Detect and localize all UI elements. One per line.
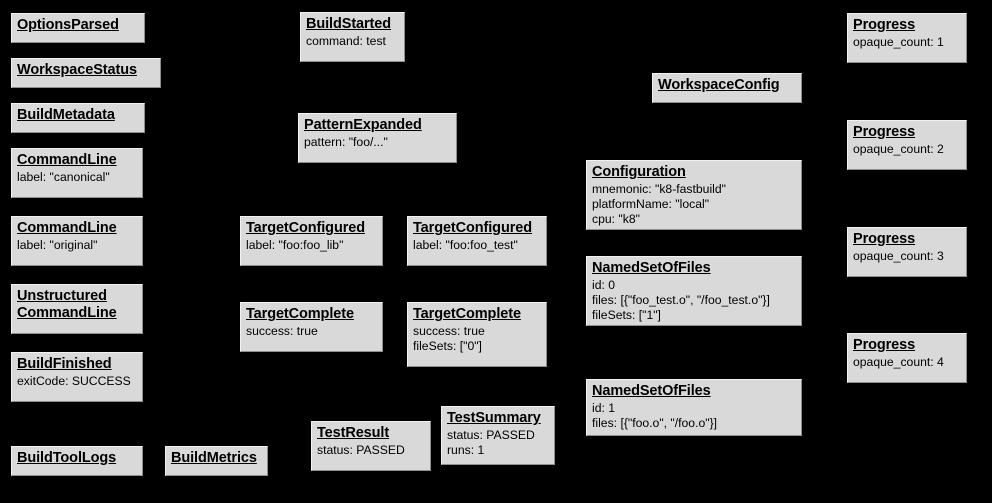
event-node-fields: label: "canonical": [17, 170, 137, 185]
event-node-field: files: [{"foo.o", "/foo.o"}]: [592, 416, 718, 430]
event-node-field: pattern: "foo/...": [304, 135, 388, 149]
event-node-title: Progress: [853, 17, 916, 33]
event-node-fields: success: true: [246, 324, 377, 339]
event-node-title: NamedSetOfFiles: [592, 383, 711, 399]
event-node-fields: opaque_count: 4: [853, 355, 961, 370]
event-node-title: TestSummary: [447, 410, 541, 426]
event-node-field: label: "canonical": [17, 170, 110, 184]
event-node-field: label: "foo:foo_test": [413, 238, 518, 252]
event-node-fields: opaque_count: 2: [853, 142, 961, 157]
event-node-configuration[interactable]: Configuration mnemonic: "k8-fastbuild"pla…: [586, 160, 802, 230]
event-node-title: TargetConfigured: [413, 220, 532, 236]
event-node-field: label: "foo:foo_lib": [246, 238, 344, 252]
event-node-title: OptionsParsed: [17, 17, 119, 33]
event-node-title: TargetComplete: [413, 306, 521, 322]
event-node-title: BuildMetrics: [171, 450, 257, 466]
event-node-progress-2[interactable]: Progress opaque_count: 2: [847, 120, 967, 170]
event-node-title: Unstructured CommandLine: [17, 288, 117, 321]
event-node-title: Progress: [853, 231, 916, 247]
event-node-fields: opaque_count: 1: [853, 35, 961, 50]
event-node-field: command: test: [306, 34, 386, 48]
event-node-command-line-canonical[interactable]: CommandLine label: "canonical": [11, 148, 143, 198]
event-node-field: opaque_count: 2: [853, 142, 944, 156]
event-node-title: Configuration: [592, 164, 686, 180]
event-node-progress-1[interactable]: Progress opaque_count: 1: [847, 13, 967, 63]
event-node-build-metadata[interactable]: BuildMetadata: [11, 103, 145, 133]
event-node-title: CommandLine: [17, 220, 117, 236]
event-node-field: fileSets: ["1"]: [592, 308, 661, 322]
event-node-workspace-config[interactable]: WorkspaceConfig: [652, 73, 802, 103]
event-node-field: label: "original": [17, 238, 98, 252]
event-node-title: BuildMetadata: [17, 107, 115, 123]
event-node-pattern-expanded[interactable]: PatternExpanded pattern: "foo/...": [298, 113, 457, 163]
event-node-field: success: true: [413, 324, 485, 338]
event-node-build-metrics[interactable]: BuildMetrics: [165, 446, 268, 476]
event-node-fields: opaque_count: 3: [853, 249, 961, 264]
event-node-unstructured-command-line[interactable]: Unstructured CommandLine: [11, 284, 143, 334]
event-node-field: mnemonic: "k8-fastbuild": [592, 182, 726, 196]
event-node-field: cpu: "k8": [592, 212, 640, 226]
event-node-field: opaque_count: 3: [853, 249, 944, 263]
event-node-progress-3[interactable]: Progress opaque_count: 3: [847, 227, 967, 277]
event-node-workspace-status[interactable]: WorkspaceStatus: [11, 58, 161, 88]
event-node-field: opaque_count: 4: [853, 355, 944, 369]
event-node-title: TestResult: [317, 425, 390, 441]
event-node-test-result[interactable]: TestResult status: PASSED: [311, 421, 431, 471]
event-node-title: WorkspaceStatus: [17, 62, 137, 78]
event-node-fields: label: "original": [17, 238, 137, 253]
event-node-field: runs: 1: [447, 443, 485, 457]
event-node-title: Progress: [853, 124, 916, 140]
event-node-title: PatternExpanded: [304, 117, 422, 133]
event-node-fields: label: "foo:foo_lib": [246, 238, 377, 253]
event-node-title: BuildStarted: [306, 16, 392, 32]
event-node-field: status: PASSED: [447, 428, 535, 442]
event-node-title: NamedSetOfFiles: [592, 260, 711, 276]
event-node-field: opaque_count: 1: [853, 35, 944, 49]
event-node-field: id: 1: [592, 401, 616, 415]
event-node-progress-4[interactable]: Progress opaque_count: 4: [847, 333, 967, 383]
event-node-title: WorkspaceConfig: [658, 77, 780, 93]
event-node-target-configured-foo-test[interactable]: TargetConfigured label: "foo:foo_test": [407, 216, 547, 266]
event-node-fields: command: test: [306, 34, 399, 49]
event-node-target-complete-lib[interactable]: TargetComplete success: true: [240, 302, 383, 352]
event-node-field: success: true: [246, 324, 318, 338]
event-node-build-finished[interactable]: BuildFinished exitCode: SUCCESS: [11, 352, 143, 402]
event-node-build-started[interactable]: BuildStarted command: test: [300, 12, 405, 62]
event-node-title: TargetComplete: [246, 306, 354, 322]
event-node-field: files: [{"foo_test.o", "/foo_test.o"}]: [592, 293, 770, 307]
event-node-fields: exitCode: SUCCESS: [17, 374, 137, 389]
event-node-field: exitCode: SUCCESS: [17, 374, 131, 388]
event-node-command-line-original[interactable]: CommandLine label: "original": [11, 216, 143, 266]
event-node-title: CommandLine: [17, 152, 117, 168]
event-node-field: platformName: "local": [592, 197, 710, 211]
event-node-field: status: PASSED: [317, 443, 405, 457]
event-node-field: id: 0: [592, 278, 616, 292]
event-node-fields: label: "foo:foo_test": [413, 238, 541, 253]
event-node-title: BuildFinished: [17, 356, 112, 372]
event-node-fields: pattern: "foo/...": [304, 135, 451, 150]
event-node-options-parsed[interactable]: OptionsParsed: [11, 13, 145, 43]
event-node-title: BuildToolLogs: [17, 450, 117, 466]
event-node-field: fileSets: ["0"]: [413, 339, 482, 353]
event-node-build-tool-logs[interactable]: BuildToolLogs: [11, 446, 143, 476]
event-node-title: Progress: [853, 337, 916, 353]
event-node-title: TargetConfigured: [246, 220, 365, 236]
event-node-fields: status: PASSED: [317, 443, 425, 458]
event-node-fields: mnemonic: "k8-fastbuild"platformName: "l…: [592, 182, 796, 227]
event-node-target-configured-foo-lib[interactable]: TargetConfigured label: "foo:foo_lib": [240, 216, 383, 266]
